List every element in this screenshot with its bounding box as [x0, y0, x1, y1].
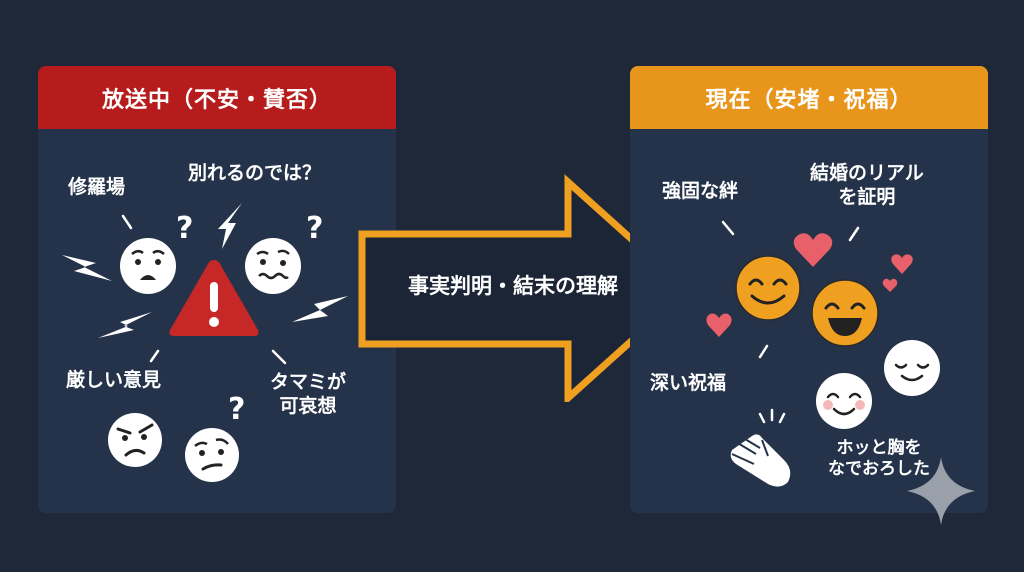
question-mark-icon: ?: [176, 211, 194, 246]
right-panel-title: 現在（安堵・祝福）: [630, 66, 988, 129]
label-wakareru: 別れるのでは？: [188, 162, 322, 184]
blushing-face-icon: [816, 373, 872, 429]
label-shukufuku: 深い祝福: [650, 372, 727, 394]
worried-face-icon: [120, 238, 176, 294]
label-tamami-line2: 可哀想: [279, 394, 337, 417]
pointer-lines: [721, 220, 860, 359]
label-kibishii: 厳しい意見: [66, 369, 162, 391]
left-panel-during-broadcast: 放送中（不安・賛否） 修羅場 別れるのでは？ 厳しい意見 タマミが 可哀想 ? …: [38, 66, 396, 513]
question-mark-icon: ?: [306, 211, 324, 246]
label-kekkon: 結婚のリアル を証明: [810, 162, 924, 210]
heart-icon: [882, 278, 898, 292]
right-panel-present: 現在（安堵・祝福） 強固な絆 結婚のリアル を証明 深い祝福 ホッと胸を なでお…: [630, 66, 988, 513]
label-tamami-line1: タマミが: [270, 371, 347, 393]
left-panel-title: 放送中（不安・賛否）: [38, 66, 396, 129]
sparkle-icon: [907, 457, 975, 525]
label-hotto-line2: なでおろした: [828, 459, 930, 480]
heart-icon: [706, 313, 732, 337]
label-kizuna: 強固な絆: [662, 180, 739, 202]
pointer-lines: [121, 214, 287, 365]
lightning-bolt-icon: [62, 255, 112, 281]
label-kekkon-line1: 結婚のリアル: [810, 162, 924, 184]
label-hotto-line1: ホッと胸を: [836, 438, 922, 458]
smiling-face-icon: [735, 255, 801, 321]
heart-icon: [793, 233, 833, 267]
content-face-icon: [884, 340, 940, 396]
arrow-label: 事実判明・結末の理解: [408, 274, 618, 298]
transition-arrow: [348, 172, 708, 402]
lightning-bolt-icon: [218, 203, 242, 249]
label-hotto: ホッと胸を なでおろした: [828, 438, 930, 481]
label-shuraba: 修羅場: [68, 176, 126, 198]
label-tamami: タマミが 可哀想: [270, 371, 346, 419]
confused-face-icon: [245, 238, 301, 294]
angry-face-icon: [108, 413, 162, 467]
skeptical-face-icon: [185, 428, 239, 482]
heart-icon: [891, 254, 913, 274]
lightning-bolt-icon: [292, 296, 348, 322]
clapping-hands-icon: [730, 408, 791, 487]
question-mark-icon: ?: [228, 392, 246, 427]
arrow-shape-icon: [358, 174, 694, 402]
grinning-face-icon: [811, 279, 879, 347]
lightning-bolt-icon: [98, 312, 152, 338]
label-kekkon-line2: を証明: [838, 185, 896, 208]
warning-triangle-icon: [169, 260, 259, 336]
